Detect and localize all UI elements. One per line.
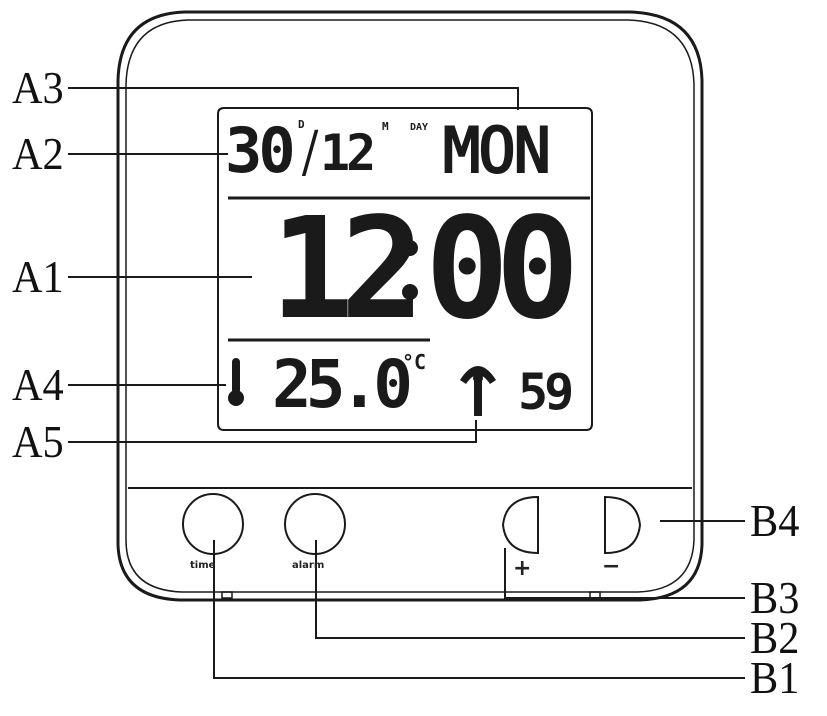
temperature-unit: °C: [402, 350, 427, 374]
callout-a4: A4: [12, 359, 64, 410]
time-colon-dots: [402, 240, 418, 300]
temperature-value: 25.0: [272, 346, 413, 423]
radio-tower-icon: [460, 366, 496, 416]
callout-b1: B1: [750, 652, 800, 703]
seconds-value: 59: [518, 363, 574, 421]
callout-b2: B2: [750, 612, 800, 663]
callout-b3: B3: [750, 572, 800, 623]
date-separator: /: [300, 120, 321, 185]
time-button[interactable]: [183, 494, 243, 554]
weekday: MON: [442, 114, 552, 187]
weekday-prefix: DAY: [410, 122, 429, 133]
buttons: [182, 493, 642, 555]
right-leader-lines: [213, 520, 745, 679]
time-button-shape: [182, 493, 244, 555]
date-month-unit: M: [382, 120, 389, 133]
plus-button-label: +: [513, 556, 532, 581]
time-minutes: 00: [425, 188, 580, 351]
callout-a2: A2: [12, 128, 64, 179]
time-button-label: time: [190, 560, 216, 571]
callout-a5: A5: [12, 416, 64, 467]
minus-button-label: −: [602, 554, 621, 579]
alarm-button-label: alarm: [292, 560, 325, 571]
thermometer-icon: [228, 358, 244, 406]
clock-housing: [116, 10, 704, 602]
left-leader-lines: [68, 87, 519, 443]
minus-button-shape: [604, 495, 642, 555]
callout-b4: B4: [750, 495, 800, 546]
lcd-frame: [217, 107, 593, 431]
date-day: 30: [225, 114, 296, 187]
plus-button[interactable]: [503, 497, 539, 553]
plus-button-shape: [501, 495, 539, 555]
callout-a3: A3: [12, 62, 64, 113]
date-day-unit: D: [298, 118, 305, 131]
alarm-button[interactable]: [285, 494, 345, 554]
alarm-button-shape: [284, 493, 346, 555]
date-month: 12: [320, 124, 376, 182]
time-hours: 12: [270, 188, 425, 351]
callout-a1: A1: [12, 251, 64, 302]
minus-button[interactable]: [605, 497, 641, 553]
